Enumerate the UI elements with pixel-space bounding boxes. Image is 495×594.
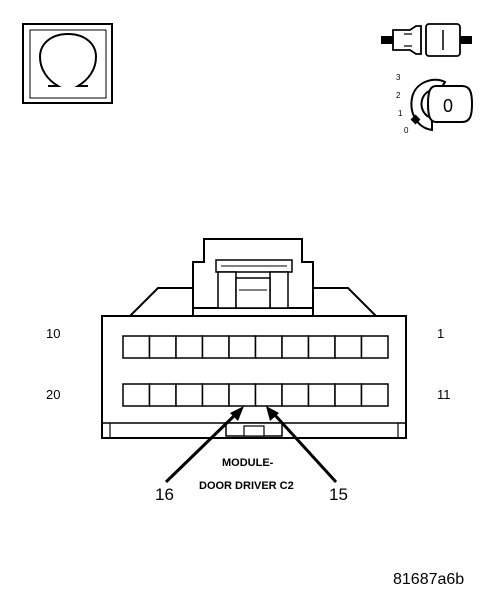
row-label-top-right: 1 [437,326,444,341]
callout-arrow-pin-15 [266,406,338,484]
pin-cavity-17 [201,383,230,407]
key-position-label: 0 [443,96,453,116]
callout-label-15: 15 [329,485,348,504]
disconnected-connector-icon [381,23,472,57]
pin-cavity-11 [360,383,389,407]
pin-cavity-8 [175,335,204,359]
row-label-top-left: 10 [46,326,60,341]
pin-cavity-18 [175,383,204,407]
pin-row-bottom [122,383,389,407]
pin-cavity-4 [281,335,310,359]
figure-id: 81687a6b [393,571,464,588]
callout-label-16: 16 [155,485,174,504]
row-label-bottom-right: 11 [437,387,451,402]
pin-cavity-12 [334,383,363,407]
pin-cavity-6 [228,335,257,359]
pin-cavity-20 [122,383,151,407]
pin-cavity-9 [148,335,177,359]
pin-row-top [122,335,389,359]
ohmmeter-icon [22,23,113,104]
callout-arrow-pin-16 [164,406,244,484]
ignition-key-off-icon: 3 2 1 0 0 [396,73,474,135]
row-label-bottom-left: 20 [46,387,60,402]
connector-body [101,238,407,439]
ignition-position-2: 2 [396,91,401,100]
ignition-position-1: 1 [398,109,403,118]
pin-cavity-7 [201,335,230,359]
pin-cavity-5 [254,335,283,359]
pin-cavity-16 [228,383,257,407]
ignition-position-3: 3 [396,73,401,82]
pin-cavity-19 [148,383,177,407]
connector-name-line2: DOOR DRIVER C2 [199,480,294,492]
pin-cavity-10 [122,335,151,359]
pin-cavity-1 [360,335,389,359]
pin-cavity-14 [281,383,310,407]
pin-cavity-2 [334,335,363,359]
connector-name-line1: MODULE- [222,457,274,469]
ignition-position-0: 0 [404,126,409,135]
pin-cavity-15 [254,383,283,407]
pin-cavity-13 [307,383,336,407]
pin-cavity-3 [307,335,336,359]
